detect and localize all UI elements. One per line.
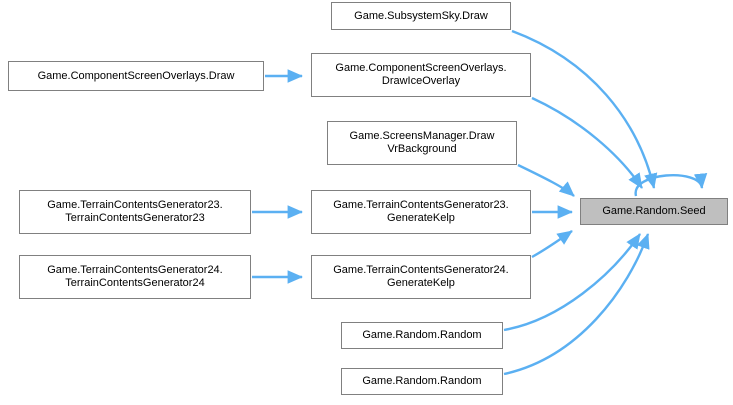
node-label: Game.TerrainContentsGenerator24. Generat…	[333, 264, 509, 289]
node-terrain-contents-generator24-generate-kelp[interactable]: Game.TerrainContentsGenerator24. Generat…	[311, 255, 531, 299]
node-random-random-2[interactable]: Game.Random.Random	[341, 368, 503, 395]
node-label: Game.ComponentScreenOverlays. DrawIceOve…	[335, 62, 507, 87]
edge-tcg24-generatekelp-to-random-seed	[531, 230, 573, 259]
node-random-random-1[interactable]: Game.Random.Random	[341, 322, 503, 349]
node-label: Game.TerrainContentsGenerator23. Terrain…	[47, 199, 223, 224]
node-terrain-contents-generator23-ctor[interactable]: Game.TerrainContentsGenerator23. Terrain…	[19, 190, 251, 234]
node-label: Game.Random.Random	[362, 329, 482, 341]
edge-random-seed-self-loop	[634, 172, 708, 197]
node-label: Game.TerrainContentsGenerator23. Generat…	[333, 199, 509, 224]
node-component-screen-overlays-draw[interactable]: Game.ComponentScreenOverlays.Draw	[8, 61, 264, 91]
node-subsystem-sky-draw[interactable]: Game.SubsystemSky.Draw	[331, 2, 511, 30]
node-label: Game.TerrainContentsGenerator24. Terrain…	[47, 264, 223, 289]
node-component-screen-overlays-draw-ice-overlay[interactable]: Game.ComponentScreenOverlays. DrawIceOve…	[311, 53, 531, 97]
node-terrain-contents-generator23-generate-kelp[interactable]: Game.TerrainContentsGenerator23. Generat…	[311, 190, 531, 234]
edge-subsystemsky-draw-to-random-seed	[511, 29, 658, 189]
node-label: Game.ScreensManager.Draw VrBackground	[349, 130, 495, 155]
node-screens-manager-draw-vr-background[interactable]: Game.ScreensManager.Draw VrBackground	[327, 121, 517, 165]
node-terrain-contents-generator24-ctor[interactable]: Game.TerrainContentsGenerator24. Terrain…	[19, 255, 251, 299]
node-label: Game.SubsystemSky.Draw	[354, 9, 488, 22]
edge-drawiceoverlay-to-random-seed	[531, 96, 643, 189]
node-label: Game.Random.Random	[362, 375, 482, 387]
node-random-seed[interactable]: Game.Random.Seed	[580, 198, 728, 225]
node-label: Game.ComponentScreenOverlays.Draw	[37, 69, 235, 82]
node-label: Game.Random.Seed	[602, 205, 706, 217]
